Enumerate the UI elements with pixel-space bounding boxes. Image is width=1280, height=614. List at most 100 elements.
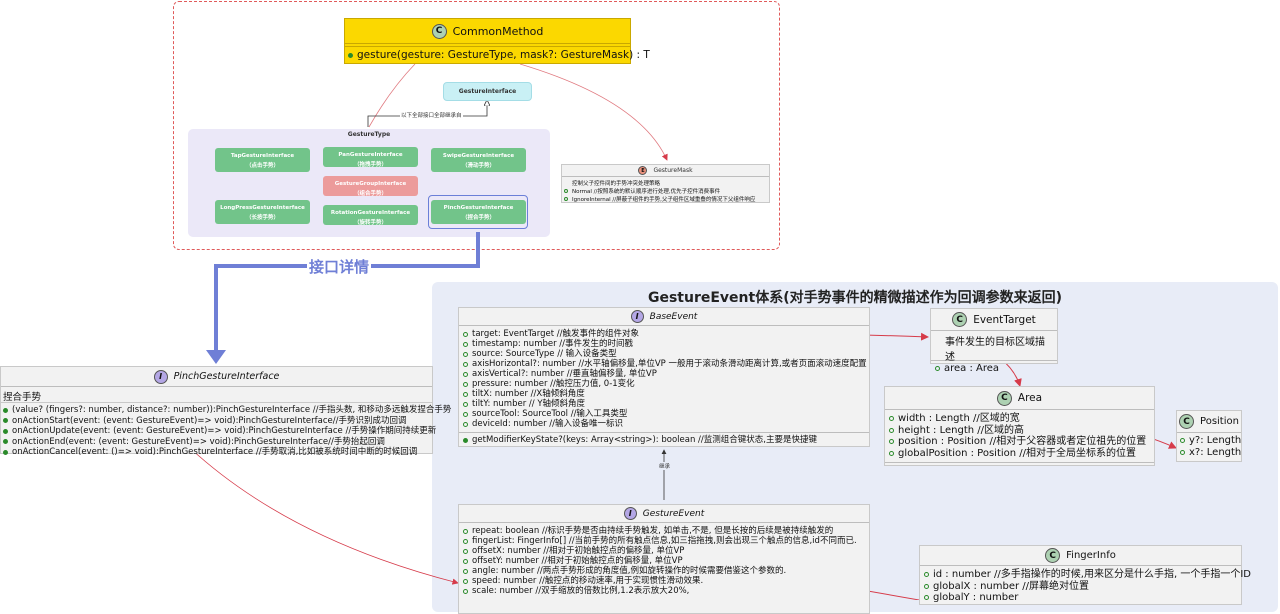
attribute-row: globalX : number //屏幕绝对位置 (924, 581, 1237, 593)
enum-description: 控制父子控件间的手势冲突处理策略 (572, 181, 661, 187)
interface-stereotype-icon: I (153, 369, 168, 384)
finger-info-class[interactable]: C FingerInfo id : number //多手指操作的时候,用来区分… (919, 545, 1251, 605)
attribute-row: y?: Length (1180, 435, 1241, 447)
gesture-type-title: GestureType (347, 131, 391, 138)
class-stereotype-icon: C (1179, 414, 1195, 429)
attribute-row: offsetX: number //相对于初始触控点的偏移量, 单位VP (459, 546, 869, 556)
group-gesture-box[interactable]: GestureGroupInterface （组合手势） (323, 176, 418, 197)
gesture-box-desc: （拖拽手势） (353, 162, 387, 168)
method-row: (value? (fingers?: number, distance?: nu… (1, 405, 451, 416)
tap-gesture-box[interactable]: TapGestureInterface （点击手势） (215, 148, 310, 172)
gesture-interface-box[interactable]: GestureInterface (443, 82, 532, 101)
attribute-row: offsetY: number //相对于初始触控点的偏移量, 单位VP (459, 556, 869, 566)
line-common-to-gesturetype (368, 63, 416, 128)
class-stereotype-icon: C (431, 23, 447, 39)
gesture-box-name: LongPressGestureInterface (220, 205, 305, 211)
interface-stereotype-icon: I (623, 507, 637, 520)
attribute-row: globalPosition : Position //相对于全局坐标系的位置 (889, 448, 1150, 460)
enum-stereotype-icon: E (638, 166, 648, 175)
public-method-icon (348, 52, 353, 58)
attribute-row: x?: Length (1180, 447, 1241, 459)
gesture-box-name: GestureGroupInterface (334, 181, 407, 187)
class-stereotype-icon: C (1045, 548, 1061, 563)
attribute-row: area : Area (935, 363, 1053, 374)
attribute-row: target: EventTarget //触发事件的组件对象 (459, 329, 869, 339)
area-class[interactable]: C Area width : Length //区域的宽 height : Le… (884, 386, 1155, 466)
method-row: onActionCancel(event: ()=> void):PinchGe… (1, 447, 432, 458)
position-class[interactable]: C Position y?: Length x?: Length (1176, 410, 1242, 462)
gesture-box-name: TapGestureInterface (230, 153, 295, 159)
gesture-box-desc: （长按手势） (245, 215, 279, 221)
attribute-row: width : Length //区域的宽 (889, 413, 1150, 425)
gesture-box-desc: （组合手势） (353, 191, 387, 197)
gesture-event-panel-title: GestureEvent体系(对手势事件的精微描述作为回调参数来返回) (647, 290, 1063, 306)
attribute-row: angle: number //两点手势形成的角度值,例如旋转操作的时候需要借鉴… (459, 566, 869, 576)
pinch-gesture-box[interactable]: PinchGestureInterface （捏合手势） (431, 200, 526, 224)
inherit-label: 继承 (659, 462, 671, 470)
line-detail-arrowhead (206, 350, 226, 364)
gesture-box-desc: （点击手势） (245, 163, 279, 169)
method-row: gesture(gesture: GestureType, mask?: Ges… (345, 47, 650, 63)
attribute-row: axisHorizontal?: number //水平轴偏移量,单位VP 一般… (459, 359, 869, 369)
class-name: CommonMethod (452, 24, 544, 38)
line-common-to-gesturemask (519, 63, 668, 161)
enum-name: GestureMask (653, 167, 693, 174)
attribute-row: fingerList: FingerInfo[] //当前手势的所有触点信息,如… (459, 536, 869, 546)
gesture-box-name: RotationGestureInterface (330, 210, 411, 216)
interface-name: PinchGestureInterface (173, 371, 280, 382)
attribute-row: scale: number //双手缩放的倍数比例,1.2表示放大20%, (459, 586, 869, 596)
class-stereotype-icon: C (952, 312, 968, 327)
gesture-box-desc: （旋转手势） (353, 220, 387, 226)
gesture-box-name: SwipeGestureInterface (442, 153, 515, 159)
enum-value: Normal //按照系统的默认顺序进行处理,优先子控件消费事件 (562, 187, 769, 195)
method-row: onActionEnd(event: (event: GestureEvent)… (1, 437, 432, 448)
interface-detail-label: 接口详情 (307, 256, 372, 277)
attribute-row: id : number //多手指操作的时候,用来区分是什么手指, 一个手指一个… (924, 569, 1251, 581)
method-row: getModifierKeyState?(keys: Array<string>… (459, 435, 869, 445)
line-pinch-to-gestureevent (189, 447, 459, 585)
class-name: EventTarget (973, 313, 1036, 326)
attribute-row: height : Length //区域的高 (889, 425, 1150, 437)
interface-description: 捏合手势 (1, 387, 432, 403)
attribute-row: sourceTool: SourceTool //输入工具类型 (459, 409, 869, 419)
gesture-event-interface[interactable]: I GestureEvent repeat: boolean //标识手势是否由… (458, 504, 870, 614)
class-description: 事件发生的目标区域描述 (945, 337, 1045, 363)
attribute-row: tiltX: number //X轴倾斜角度 (459, 389, 869, 399)
gesture-box-desc: （捏合手势） (461, 215, 495, 221)
attribute-row: speed: number //触控点的移动速率,用于实现惯性滑动效果. (459, 576, 869, 586)
attribute-row: globalY : number (924, 592, 1237, 604)
attribute-row: pressure: number //触控压力值, 0-1变化 (459, 379, 869, 389)
method-row: onActionStart(event: (event: GestureEven… (1, 416, 432, 427)
pinch-gesture-interface-class[interactable]: I PinchGestureInterface 捏合手势 (value? (fi… (0, 366, 451, 457)
base-event-interface[interactable]: I BaseEvent target: EventTarget //触发事件的组… (458, 307, 870, 447)
attribute-row: deviceId: number //输入设备唯一标识 (459, 419, 869, 429)
pinch-highlight-frame (428, 195, 528, 229)
class-stereotype-icon: C (996, 390, 1012, 406)
class-name: Area (1017, 392, 1043, 404)
gesture-mask-enum[interactable]: E GestureMask 控制父子控件间的手势冲突处理策略 Normal //… (561, 164, 770, 203)
line-detail-arrow (214, 232, 480, 355)
interface-name: BaseEvent (649, 311, 698, 322)
attribute-row: source: SourceType // 输入设备类型 (459, 349, 869, 359)
longpress-gesture-box[interactable]: LongPressGestureInterface （长按手势） (215, 200, 310, 224)
enum-value: IgnoreInternal //屏蔽子组件的手势,父子组件区域重叠的情况下父组… (562, 195, 769, 203)
method-row: onActionUpdate(event: (event: GestureEve… (1, 426, 436, 437)
interface-name: GestureEvent (642, 508, 705, 519)
gesture-box-desc: （滑动手势） (461, 163, 495, 169)
gesture-box-name: PinchGestureInterface (443, 205, 514, 211)
rotation-gesture-box[interactable]: RotationGestureInterface （旋转手势） (323, 205, 418, 226)
interface-stereotype-icon: I (630, 310, 644, 323)
attribute-row: position : Position //相对于父容器或者定位祖先的位置 (889, 436, 1150, 448)
class-name: Position (1200, 416, 1239, 427)
attribute-row: axisVertical?: number //垂直轴偏移量, 单位VP (459, 369, 869, 379)
event-target-class[interactable]: C EventTarget 事件发生的目标区域描述 area : Area (930, 308, 1058, 374)
common-method-class[interactable]: C CommonMethod gesture(gesture: GestureT… (344, 18, 650, 64)
gesture-box-name: PanGestureInterface (338, 152, 403, 158)
attribute-row: timestamp: number //事件发生的时间戳 (459, 339, 869, 349)
class-name: FingerInfo (1066, 550, 1116, 561)
attribute-row: repeat: boolean //标识手势是否由持续手势触发, 如单击,不是,… (459, 526, 869, 536)
pan-gesture-box[interactable]: PanGestureInterface （拖拽手势） (323, 147, 418, 168)
inherit-all-label: 以下全部接口全部继承自 (400, 111, 463, 119)
attribute-row: tiltY: number // Y轴倾斜角度 (459, 399, 869, 409)
swipe-gesture-box[interactable]: SwipeGestureInterface （滑动手势） (431, 148, 526, 172)
